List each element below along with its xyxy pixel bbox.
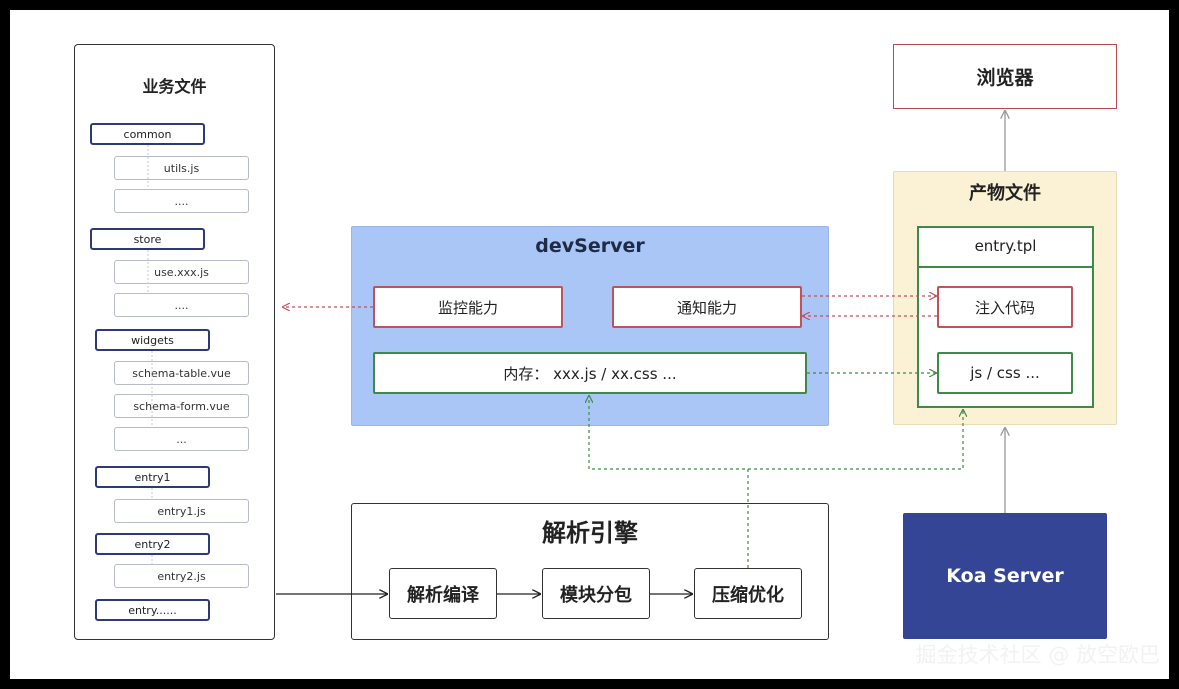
business-files-title: 业务文件 <box>142 77 207 96</box>
browser-box: 浏览器 <box>893 44 1117 109</box>
monitor-capability-box: 监控能力 <box>373 286 563 328</box>
step-module-split: 模块分包 <box>542 568 650 619</box>
devserver-title: devServer <box>535 235 645 257</box>
notify-capability-box: 通知能力 <box>612 286 802 328</box>
file-placeholder: ... <box>114 427 249 451</box>
folder-widgets: widgets <box>95 329 210 351</box>
step-parse-compile: 解析编译 <box>389 568 497 619</box>
koa-server-box: Koa Server <box>903 513 1107 639</box>
folder-store: store <box>90 228 205 250</box>
folder-entry1: entry1 <box>95 466 210 488</box>
step-compress-optimize: 压缩优化 <box>694 568 802 619</box>
file-use-xxx-js: use.xxx.js <box>114 260 249 284</box>
file-schema-form-vue: schema-form.vue <box>114 394 249 418</box>
folder-entry-more: entry...... <box>95 599 210 621</box>
file-entry2-js: entry2.js <box>114 564 249 588</box>
file-placeholder: .... <box>114 189 249 213</box>
js-css-box: js / css ... <box>937 352 1073 394</box>
file-schema-table-vue: schema-table.vue <box>114 361 249 385</box>
memory-box: 内存： xxx.js / xx.css ... <box>373 352 807 394</box>
entry-tpl-header: entry.tpl <box>917 226 1094 268</box>
product-files-title: 产物文件 <box>969 183 1041 204</box>
watermark: 掘金技术社区 @ 放空欧巴 <box>915 643 1160 667</box>
file-placeholder: .... <box>114 293 249 317</box>
file-entry1-js: entry1.js <box>114 499 249 523</box>
file-utils-js: utils.js <box>114 156 249 180</box>
folder-entry2: entry2 <box>95 533 210 555</box>
folder-common: common <box>90 123 205 145</box>
inject-code-box: 注入代码 <box>937 286 1073 328</box>
parse-engine-title: 解析引擎 <box>542 518 638 547</box>
